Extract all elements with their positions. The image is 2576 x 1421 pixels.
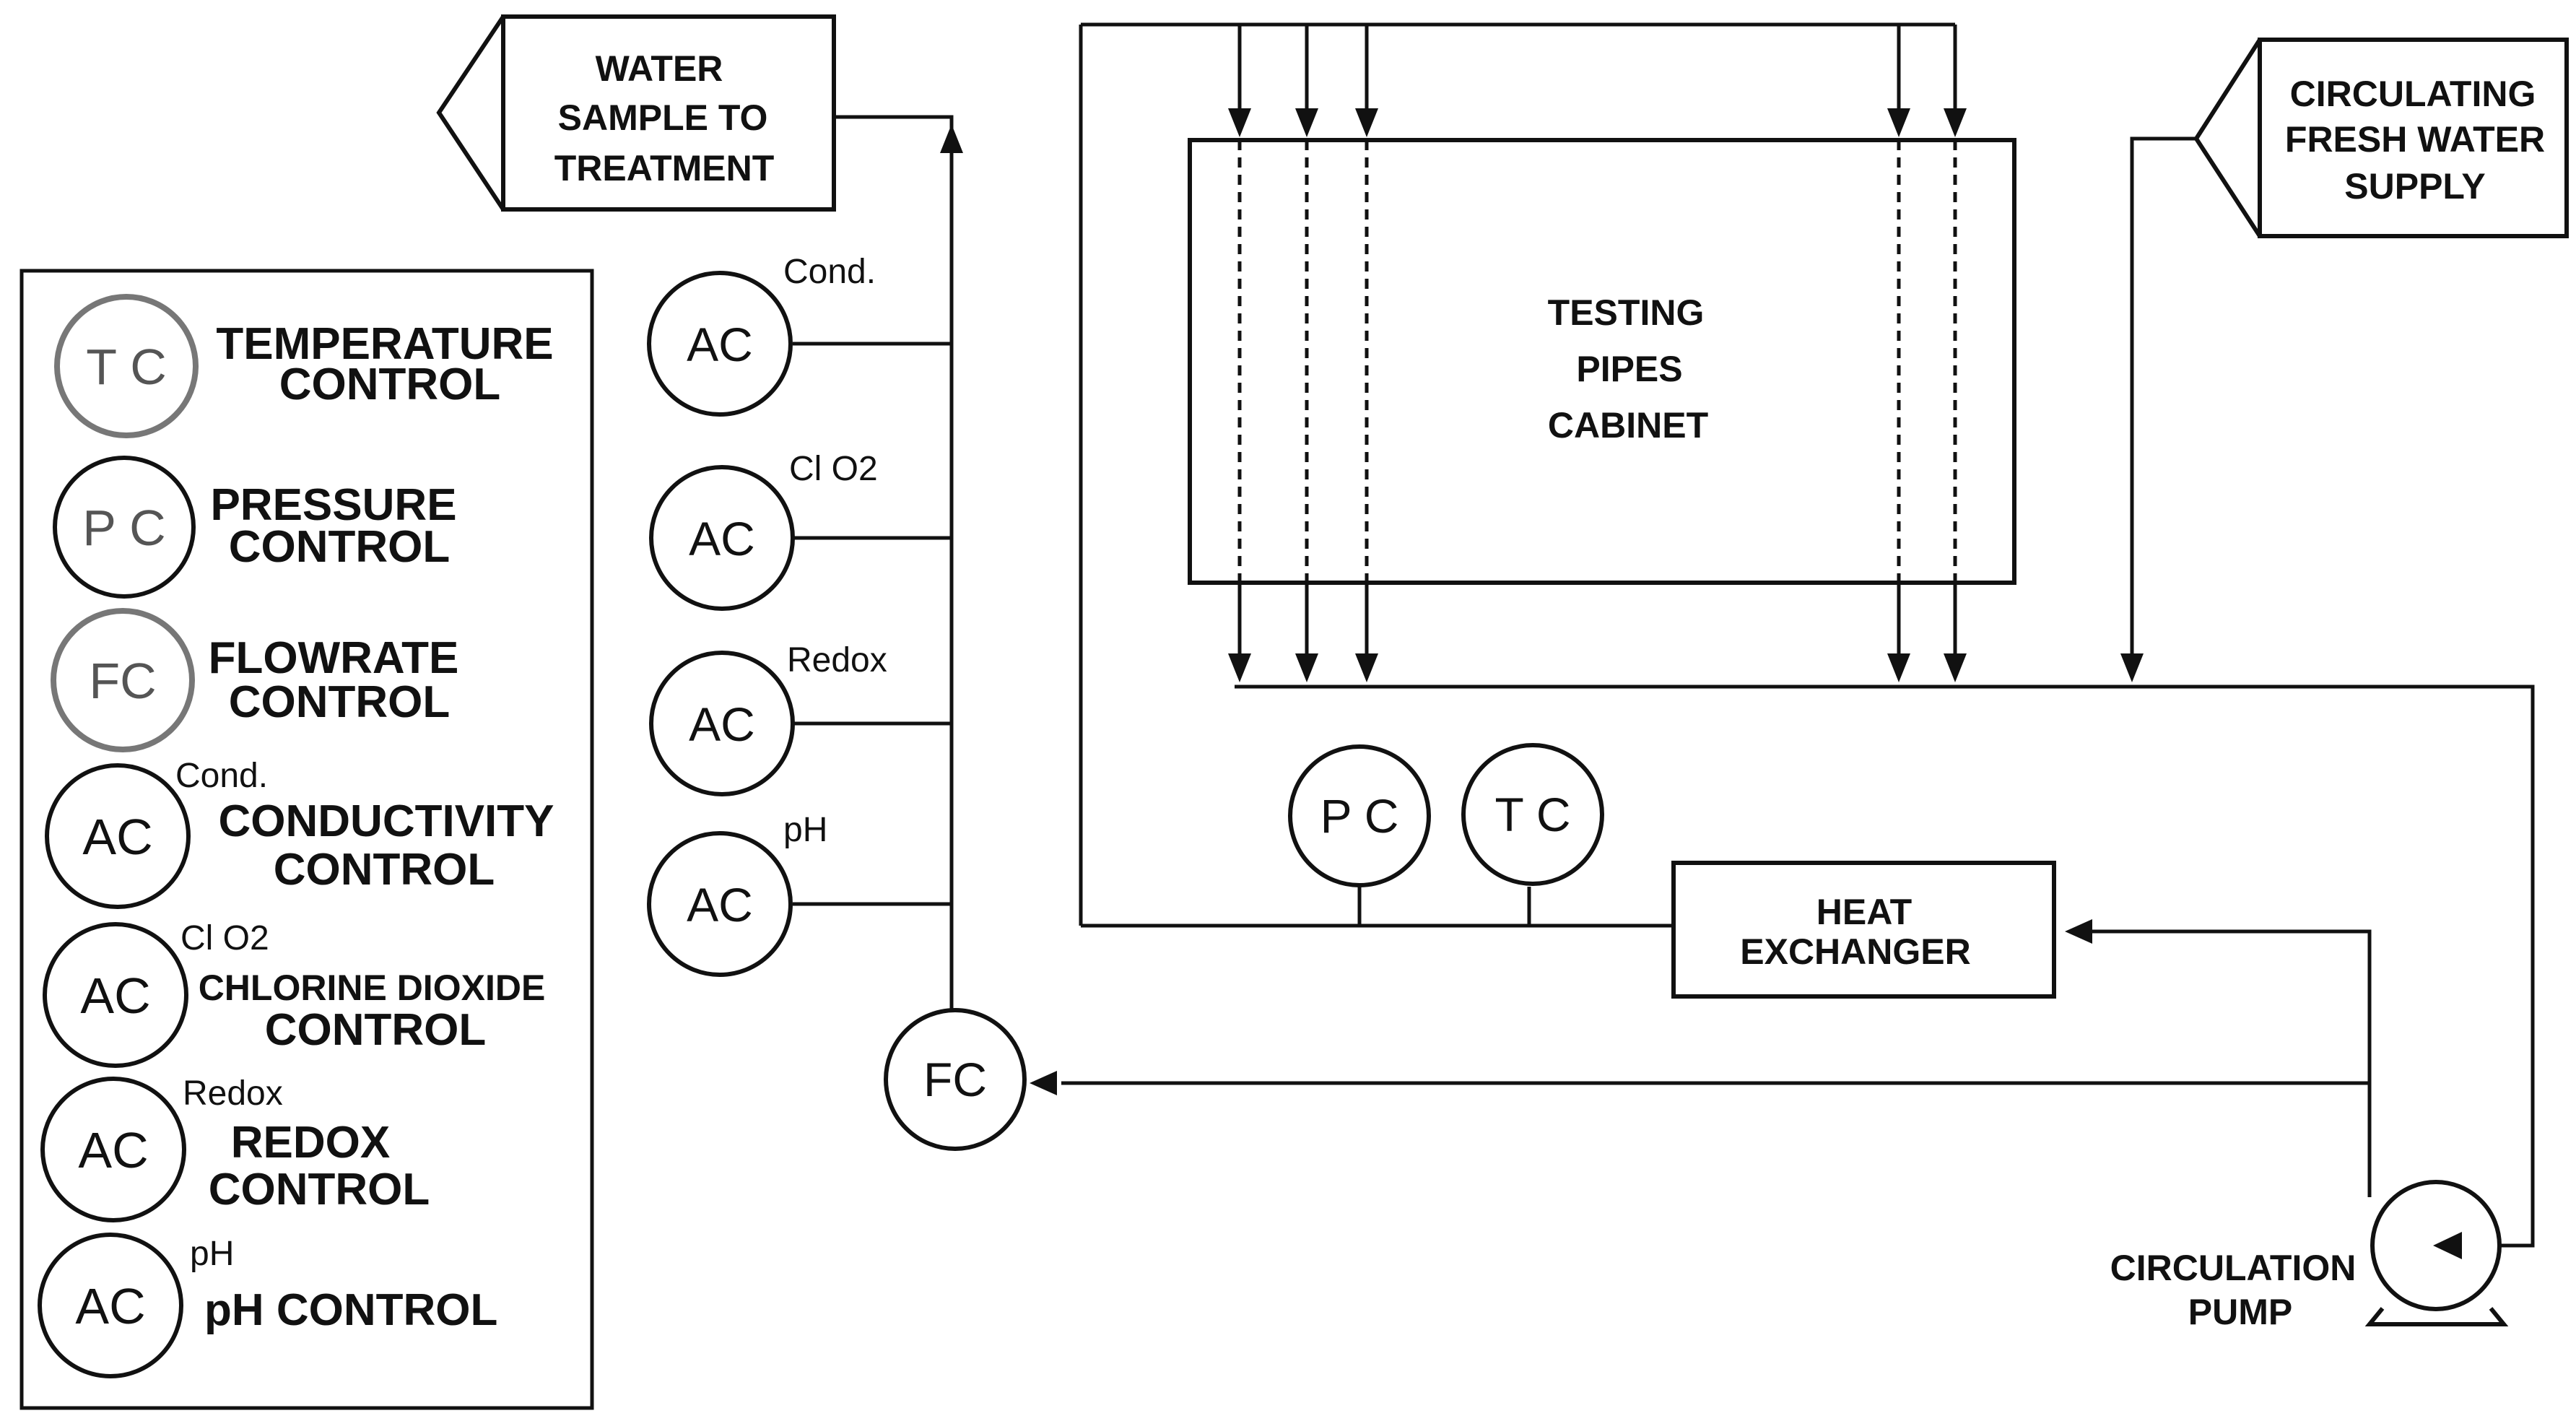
- pc-symbol: P C: [1320, 789, 1399, 843]
- arrow-left-icon: [2065, 919, 2092, 944]
- analyzer-tag: Cl O2: [789, 450, 878, 488]
- piping: [793, 22, 2535, 1248]
- arrow-down-icon: [1887, 108, 1910, 137]
- legend-item-ph: AC pH pH CONTROL: [38, 1233, 497, 1378]
- cabinet-line-1: TESTING: [1548, 292, 1705, 333]
- legend-tag: Redox: [183, 1074, 283, 1113]
- water-sample-line-1: WATER: [596, 48, 723, 89]
- fresh-water-box: CIRCULATING FRESH WATER SUPPLY: [2193, 38, 2569, 238]
- heat-exchanger-line-1: HEAT: [1816, 892, 1912, 932]
- testing-pipes-cabinet: TESTING PIPES CABINET: [1188, 138, 2016, 585]
- cabinet-line-3: CABINET: [1548, 405, 1708, 446]
- legend-item-redox: AC Redox REDOX CONTROL: [40, 1074, 430, 1222]
- analyzer-tag: Cond.: [783, 253, 876, 291]
- water-sample-line-2: SAMPLE TO: [558, 97, 768, 138]
- flowrate-controller: FC: [884, 1008, 1027, 1151]
- fc-symbol: FC: [923, 1053, 987, 1106]
- tc-symbol: T C: [1494, 788, 1570, 841]
- supply-header-line: [1079, 22, 1955, 926]
- legend: T C TEMPERATURE CONTROL P C PRESSURE CON…: [19, 269, 594, 1410]
- legend-label-line-1: REDOX: [231, 1118, 390, 1168]
- pc-tc-tap-lines: [1357, 887, 1531, 926]
- sample-to-treatment-line: [836, 115, 954, 134]
- analyzer-tag: pH: [783, 811, 827, 849]
- heat-exchanger-box: HEAT EXCHANGER: [1671, 861, 2056, 999]
- arrow-left-icon: [1030, 1071, 1057, 1095]
- fresh-water-line: [2130, 136, 2196, 668]
- legend-item-conductivity: AC Cond. CONDUCTIVITY CONTROL: [45, 757, 554, 909]
- cabinet-line-2: PIPES: [1576, 349, 1682, 389]
- legend-label-line-2: CONTROL: [209, 1165, 430, 1214]
- analyzer-symbol: AC: [689, 512, 755, 565]
- analyzer-symbol: AC: [689, 698, 755, 751]
- legend-symbol: AC: [78, 1122, 148, 1178]
- arrow-down-icon: [1887, 653, 1910, 682]
- legend-label-line-1: CONDUCTIVITY: [219, 796, 554, 846]
- arrow-down-icon: [1944, 653, 1967, 682]
- pump-to-heat-exchanger-line: [2079, 929, 2372, 1197]
- analyzer-tap-lines: [793, 342, 952, 906]
- legend-label-line-1: pH CONTROL: [204, 1285, 497, 1335]
- arrow-up-icon: [940, 124, 963, 153]
- fresh-water-line-3: SUPPLY: [2344, 166, 2485, 207]
- return-collector-line: [1235, 685, 2535, 1248]
- legend-symbol: T C: [86, 339, 167, 395]
- legend-label-line-1: FLOWRATE: [209, 633, 459, 683]
- legend-label-line-2: CONTROL: [229, 522, 451, 572]
- pipe-drops-top: [1237, 25, 1957, 133]
- arrow-down-icon: [1295, 108, 1318, 137]
- analyzer-tag: Redox: [787, 641, 887, 679]
- pump-label-line-2: PUMP: [2188, 1292, 2292, 1332]
- legend-label-line-2: CONTROL: [279, 360, 501, 409]
- arrow-down-icon: [1355, 108, 1378, 137]
- fresh-water-line-2: FRESH WATER: [2285, 119, 2545, 160]
- legend-tag: Cl O2: [180, 919, 269, 957]
- analyzer-chlorine-dioxide: AC Cl O2: [649, 450, 878, 611]
- legend-symbol: AC: [75, 1278, 145, 1334]
- legend-label-line-2: CONTROL: [274, 845, 495, 895]
- legend-item-flowrate: FC FLOWRATE CONTROL: [51, 608, 459, 752]
- legend-tag: pH: [190, 1235, 234, 1273]
- analyzer-symbol: AC: [687, 318, 753, 371]
- arrow-down-icon: [1944, 108, 1967, 137]
- legend-symbol: AC: [80, 968, 150, 1024]
- legend-symbol: AC: [82, 809, 152, 865]
- legend-item-temperature: T C TEMPERATURE CONTROL: [54, 294, 554, 438]
- heat-exchanger-line-2: EXCHANGER: [1740, 931, 1970, 972]
- pump-label-line-1: CIRCULATION: [2110, 1248, 2357, 1288]
- pipe-drops-bottom: [1237, 583, 1957, 668]
- arrow-down-icon: [1355, 653, 1378, 682]
- arrow-down-icon: [1295, 653, 1318, 682]
- legend-label-line-1: PRESSURE: [210, 480, 456, 530]
- analyzer-redox: AC Redox: [649, 641, 887, 796]
- legend-label-line-2: CONTROL: [229, 677, 451, 727]
- legend-label-line-1: TEMPERATURE: [216, 319, 553, 369]
- legend-symbol: FC: [89, 653, 156, 709]
- water-sample-line-3: TREATMENT: [554, 148, 775, 188]
- arrow-down-icon: [1228, 108, 1251, 137]
- legend-label-line-1: CHLORINE DIOXIDE: [199, 968, 546, 1008]
- analyzer-symbol: AC: [687, 878, 753, 931]
- circulation-pump: CIRCULATION PUMP: [2110, 1180, 2509, 1332]
- arrow-down-icon: [2120, 653, 2144, 682]
- arrow-left-icon: [2433, 1232, 2462, 1259]
- fresh-water-line-1: CIRCULATING: [2290, 74, 2536, 114]
- legend-tag: Cond.: [175, 757, 268, 795]
- pressure-controller: P C: [1288, 744, 1431, 887]
- arrow-down-icon: [1228, 653, 1251, 682]
- legend-item-chlorine-dioxide: AC Cl O2 CHLORINE DIOXIDE CONTROL: [43, 919, 546, 1068]
- legend-item-pressure: P C PRESSURE CONTROL: [53, 456, 457, 599]
- analyzer-ph: AC pH: [647, 811, 827, 977]
- flow-arrows: [940, 108, 2144, 1095]
- water-sample-box: WATER SAMPLE TO TREATMENT: [436, 14, 836, 212]
- temperature-controller: T C: [1461, 743, 1604, 886]
- legend-symbol: P C: [82, 500, 165, 556]
- legend-label-line-2: CONTROL: [265, 1005, 487, 1055]
- analyzer-conductivity: AC Cond.: [647, 253, 876, 417]
